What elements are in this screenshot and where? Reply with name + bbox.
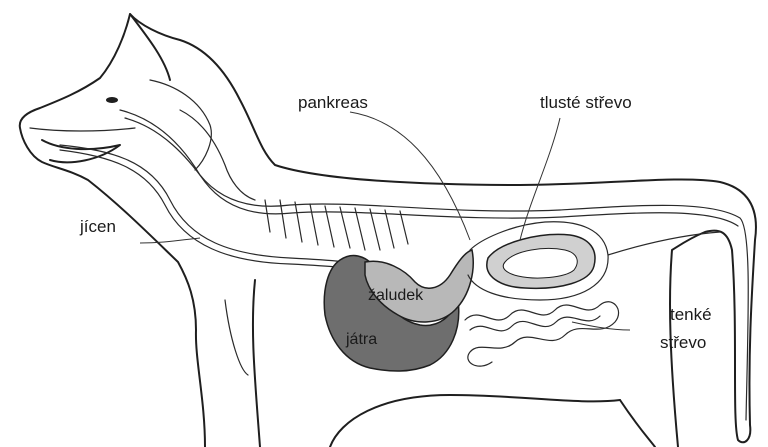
leader-pancreas [350,112,470,240]
neck-vertebrae [180,110,255,200]
spinal-cord-inner [125,118,738,226]
colon [608,232,720,255]
label-liver: játra [345,331,377,348]
label-small-intestine-1: tenké [670,305,712,324]
hind-leg-outline [620,400,655,447]
label-stomach: žaludek [368,287,424,304]
label-large-intestine: tlusté střevo [540,93,632,112]
label-small-intestine-2: střevo [660,333,706,352]
leader-esophagus [140,238,200,243]
front-leg-inner [225,300,248,375]
skull-bones [150,80,211,170]
small-intestine [465,302,619,366]
label-esophagus: jícen [79,217,116,236]
spinal-cord [120,110,748,420]
front-leg-outline [253,280,260,447]
belly-outline [330,395,620,447]
dog-mouth-line [30,128,135,131]
dog-body-outline [20,14,756,447]
dog-eye [106,97,118,103]
label-pancreas: pankreas [298,93,368,112]
ribs [265,200,408,250]
dog-ear [130,14,170,80]
dog-jaw [42,140,120,162]
